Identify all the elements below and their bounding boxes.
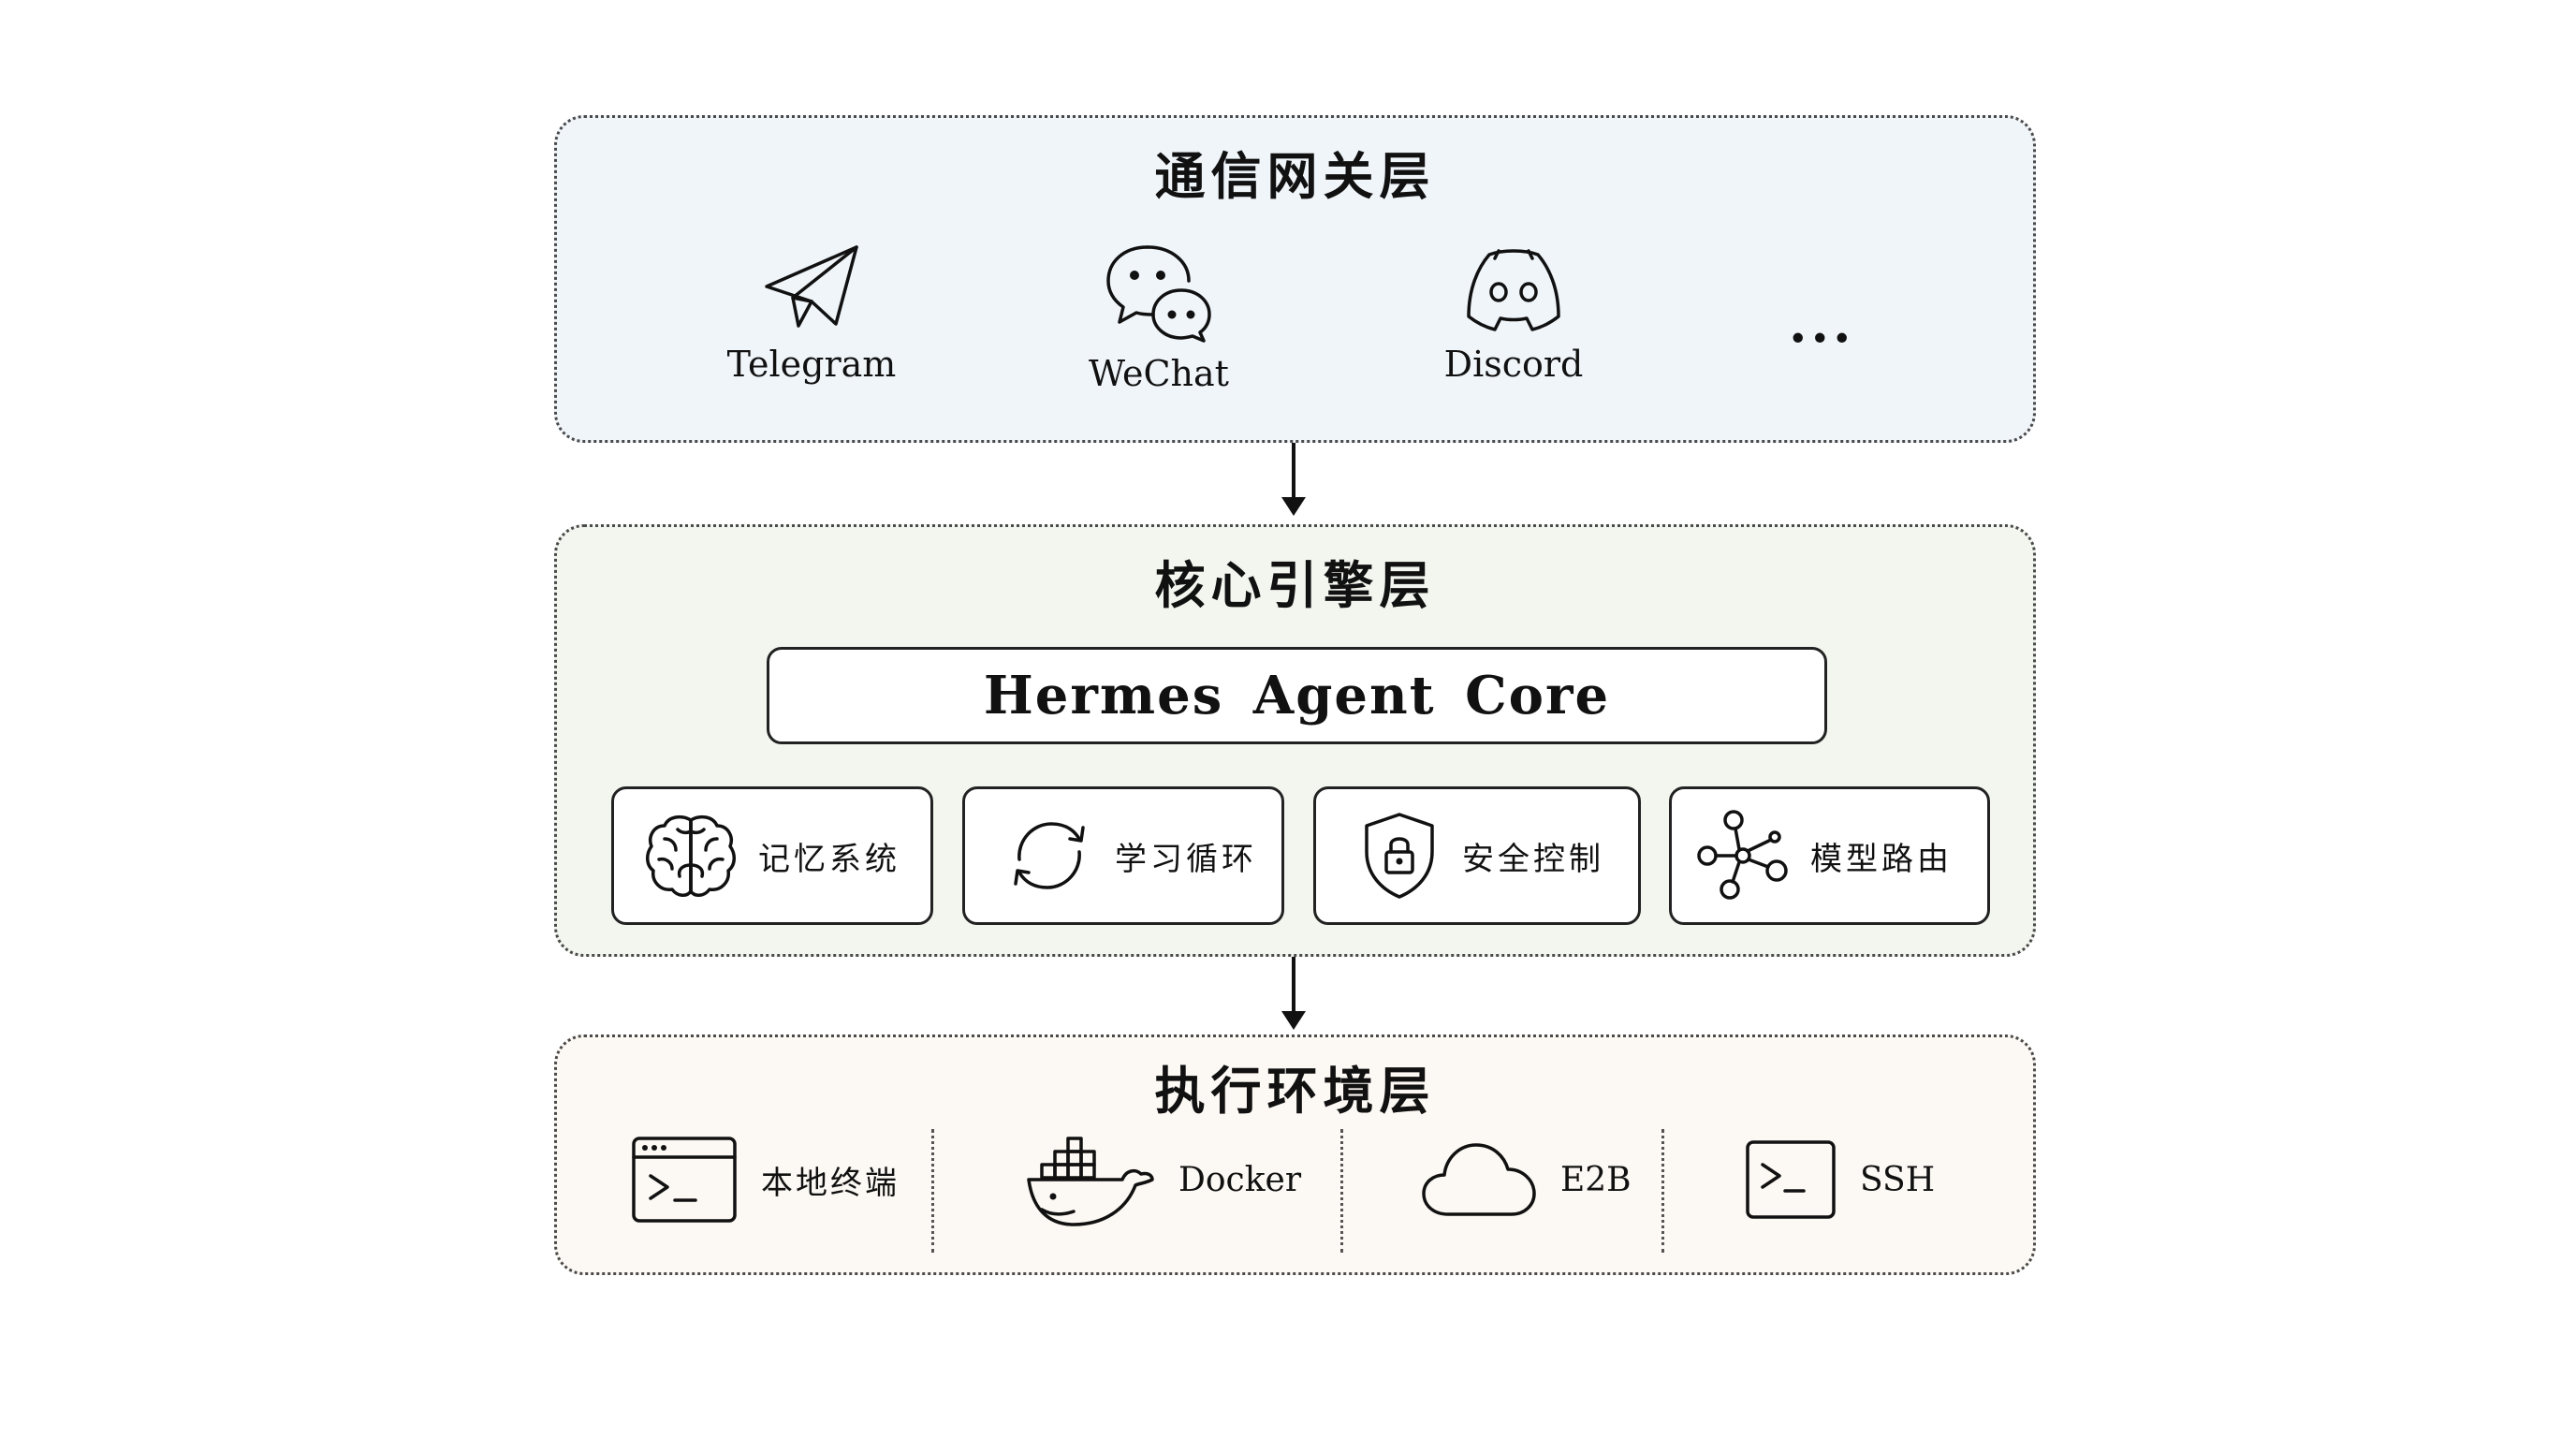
env-docker: Docker <box>1025 1131 1301 1228</box>
arrow-core-to-execution <box>1281 957 1306 1030</box>
core-layer-title: 核心引擎层 <box>1154 555 1436 615</box>
module-learning-loop: 学习循环 <box>962 786 1284 925</box>
wechat-bubbles-icon <box>1106 245 1211 343</box>
paper-plane-icon <box>765 245 858 328</box>
env-e2b: E2B <box>1420 1131 1632 1228</box>
execution-layer: 执行环境层 本地终端 Docker <box>554 1034 2036 1275</box>
channel-wechat: WeChat <box>1046 240 1271 391</box>
brain-icon <box>646 814 736 897</box>
module-model-routing: 模型路由 <box>1669 786 1990 925</box>
env-separator <box>931 1129 934 1253</box>
env-ssh: SSH <box>1744 1131 1935 1228</box>
env-separator <box>1340 1129 1343 1253</box>
channel-discord: Discord <box>1401 240 1626 382</box>
terminal-window-icon <box>632 1137 737 1223</box>
module-memory-label: 记忆系统 <box>758 840 900 878</box>
gateway-layer: 通信网关层 Telegram WeChat Discord ... <box>554 115 2036 443</box>
channel-wechat-label: WeChat <box>1089 353 1229 394</box>
module-security-control: 安全控制 <box>1313 786 1641 925</box>
docker-whale-icon <box>1027 1137 1154 1226</box>
shield-lock-icon <box>1365 813 1434 899</box>
module-model-routing-label: 模型路由 <box>1810 840 1953 878</box>
env-docker-label: Docker <box>1178 1160 1302 1199</box>
env-local-terminal: 本地终端 <box>630 1131 900 1228</box>
channel-telegram: Telegram <box>699 240 924 382</box>
env-ssh-label: SSH <box>1860 1160 1936 1199</box>
channel-discord-label: Discord <box>1443 344 1584 385</box>
env-local-terminal-label: 本地终端 <box>761 1164 900 1202</box>
core-layer: 核心引擎层 Hermes Agent Core 记忆系统 学习循环 <box>554 524 2036 957</box>
cycle-arrows-icon <box>1014 822 1085 889</box>
module-security-control-label: 安全控制 <box>1462 840 1604 878</box>
gateway-layer-title: 通信网关层 <box>1154 146 1436 206</box>
arrow-gateway-to-core <box>1281 443 1306 516</box>
discord-icon <box>1467 249 1560 331</box>
channel-telegram-label: Telegram <box>726 344 897 385</box>
module-learning-loop-label: 学习循环 <box>1115 840 1257 878</box>
env-e2b-label: E2B <box>1560 1160 1632 1199</box>
execution-layer-title: 执行环境层 <box>1154 1061 1436 1121</box>
network-nodes-icon <box>1697 810 1788 900</box>
env-separator <box>1661 1129 1664 1253</box>
cloud-icon <box>1422 1143 1536 1216</box>
module-memory: 记忆系统 <box>611 786 933 925</box>
ssh-prompt-icon <box>1746 1140 1836 1219</box>
hermes-agent-core-title: Hermes Agent Core <box>983 665 1611 726</box>
hermes-agent-core-box: Hermes Agent Core <box>767 647 1827 744</box>
